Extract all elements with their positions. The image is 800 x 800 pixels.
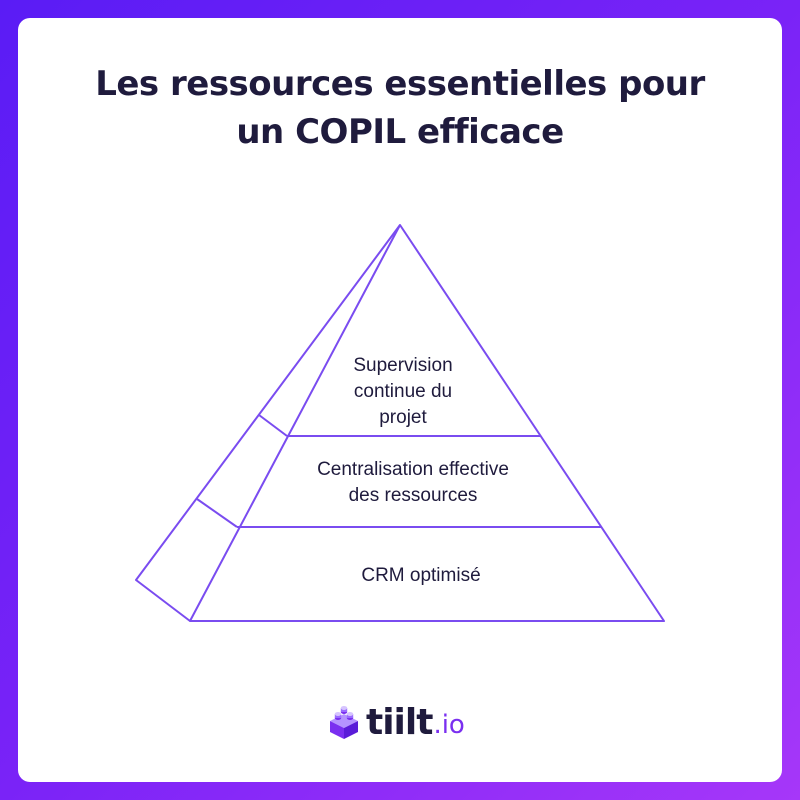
level-1-line-3: projet [379,407,427,428]
content-card [18,18,782,782]
logo-wordmark: tiilt [366,701,433,743]
level-2-line-1: Centralisation effective [317,459,509,480]
level-2-line-2: des ressources [349,485,478,506]
tiilt-logo: tiilt .io [328,700,465,744]
pyramid-front-face [189,224,665,622]
level-3-line-1: CRM optimisé [361,565,480,586]
pyramid-side-face [135,224,401,622]
pyramid-side-divider-bottom [196,498,238,528]
page-title: Les ressources essentielles pour un COPI… [0,60,800,156]
lego-brick-icon [330,706,358,739]
level-1-line-2: continue du [354,381,452,402]
logo-domain: .io [433,710,465,740]
title-line-2: un COPIL efficace [236,112,564,152]
title-line-1: Les ressources essentielles pour [95,64,705,104]
pyramid-side-divider-top [258,414,288,437]
level-1-line-1: Supervision [353,355,452,376]
